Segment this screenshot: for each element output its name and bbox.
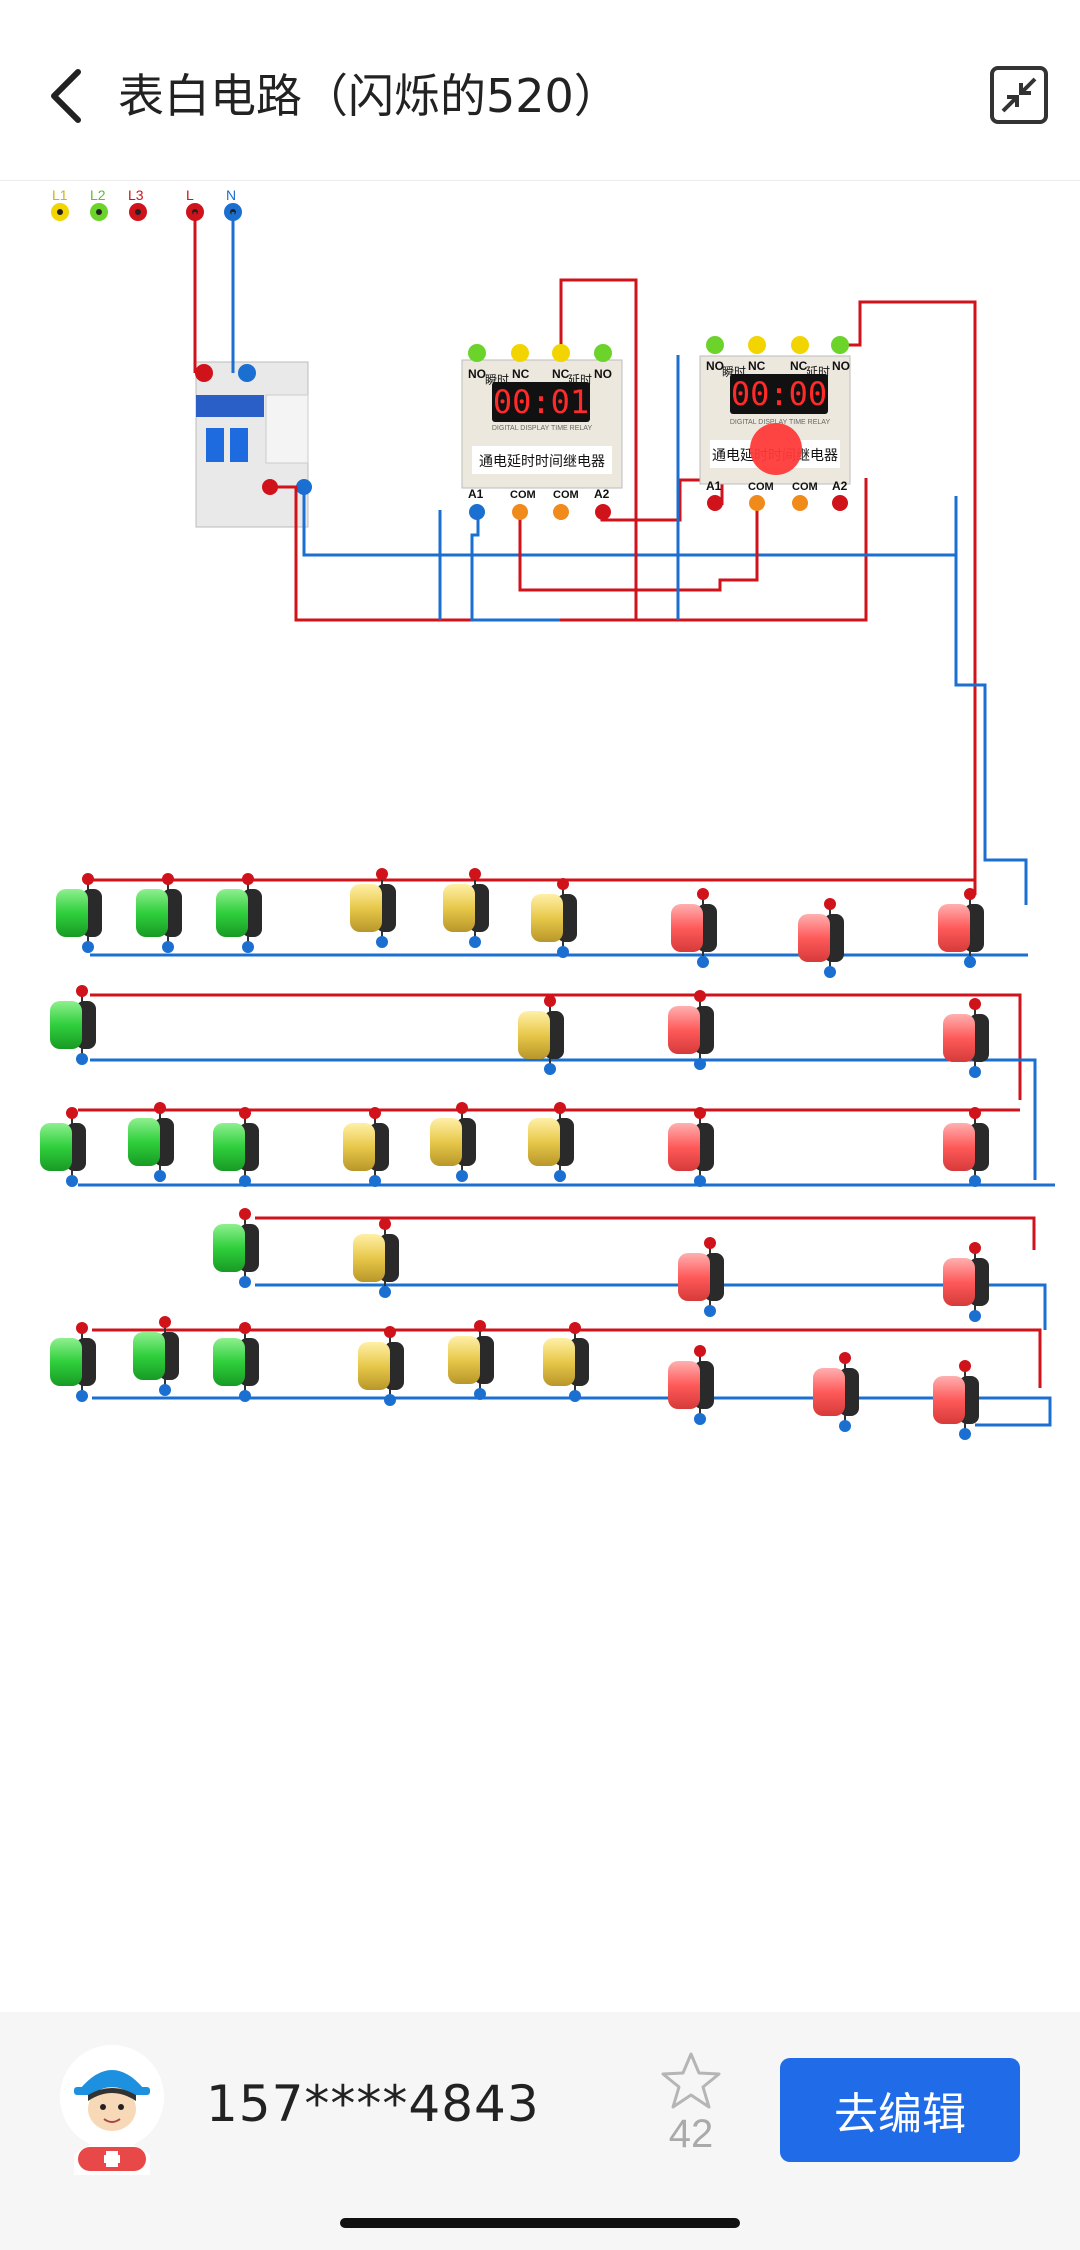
red-lamp[interactable] [943, 1107, 989, 1187]
yellow-lamp[interactable] [443, 868, 489, 948]
yellow-lamp[interactable] [350, 868, 396, 948]
svg-text:DIGITAL DISPLAY TIME RELAY: DIGITAL DISPLAY TIME RELAY [730, 419, 831, 426]
relay1-name: 通电延时时间继电器 [479, 453, 605, 469]
svg-text:NC: NC [748, 359, 766, 373]
yellow-lamp[interactable] [343, 1107, 389, 1187]
favorite-button[interactable] [660, 2050, 722, 2112]
green-lamp[interactable] [56, 873, 102, 953]
top-bar: 表白电路（闪烁的520） [0, 0, 1080, 181]
home-indicator [340, 2218, 740, 2228]
power-terminals: L1 L2 L3 L N [51, 187, 242, 221]
edit-button[interactable]: 去编辑 [780, 2058, 1020, 2162]
red-lamp[interactable] [671, 888, 717, 968]
red-lamp[interactable] [668, 1107, 714, 1187]
circuit-canvas[interactable]: L1 L2 L3 L N [0, 182, 1080, 2012]
svg-text:NC: NC [552, 367, 570, 381]
yellow-lamp[interactable] [543, 1322, 589, 1402]
indicator-lamps [40, 868, 989, 1440]
red-lamp[interactable] [668, 990, 714, 1070]
back-arrow-icon [51, 69, 81, 123]
svg-text:COM: COM [748, 481, 774, 493]
yellow-lamp[interactable] [448, 1320, 494, 1400]
yellow-lamp[interactable] [531, 878, 577, 958]
avatar[interactable] [60, 2045, 164, 2175]
svg-text:NO: NO [468, 367, 486, 381]
svg-text:COM: COM [792, 481, 818, 493]
red-lamp[interactable] [933, 1360, 979, 1440]
page-title: 表白电路（闪烁的520） [118, 69, 620, 123]
svg-text:DIGITAL DISPLAY TIME RELAY: DIGITAL DISPLAY TIME RELAY [492, 425, 593, 432]
green-lamp[interactable] [133, 1316, 179, 1396]
label-l1: L1 [52, 187, 68, 203]
red-lamp[interactable] [813, 1352, 859, 1432]
red-lamp[interactable] [798, 898, 844, 978]
green-lamp[interactable] [40, 1107, 86, 1187]
svg-text:COM: COM [510, 489, 536, 501]
author-name: 157****4843 [206, 2075, 540, 2133]
back-button[interactable] [38, 64, 94, 128]
svg-text:A1: A1 [468, 487, 484, 501]
svg-text:NO: NO [706, 359, 724, 373]
wiring [78, 212, 1055, 1427]
svg-text:A2: A2 [832, 479, 848, 493]
svg-text:NC: NC [512, 367, 530, 381]
svg-text:A2: A2 [594, 487, 610, 501]
green-lamp[interactable] [216, 873, 262, 953]
collapse-icon [1001, 77, 1037, 113]
green-lamp[interactable] [213, 1208, 259, 1288]
collapse-button[interactable] [990, 66, 1048, 124]
green-lamp[interactable] [50, 985, 96, 1065]
touch-indicator [750, 423, 802, 475]
green-lamp[interactable] [213, 1322, 259, 1402]
yellow-lamp[interactable] [430, 1102, 476, 1182]
label-l3: L3 [128, 187, 144, 203]
svg-text:COM: COM [553, 489, 579, 501]
yellow-lamp[interactable] [353, 1218, 399, 1298]
avatar-worker-icon [60, 2045, 164, 2175]
red-lamp[interactable] [943, 998, 989, 1078]
green-lamp[interactable] [136, 873, 182, 953]
green-lamp[interactable] [213, 1107, 259, 1187]
yellow-lamp[interactable] [358, 1326, 404, 1406]
time-relay-2[interactable]: NO 瞬时 NC NC 延时 NO 00:00 DIGITAL DISPLAY … [699, 336, 851, 511]
yellow-lamp[interactable] [528, 1102, 574, 1182]
svg-text:A1: A1 [706, 479, 722, 493]
time-relay-1[interactable]: NO 瞬时 NC NC 延时 NO 00:01 DIGITAL DISPLAY … [461, 344, 623, 520]
red-lamp[interactable] [943, 1242, 989, 1322]
svg-text:NC: NC [790, 359, 808, 373]
favorite-count: 42 [668, 2112, 714, 2156]
red-lamp[interactable] [938, 888, 984, 968]
red-lamp[interactable] [668, 1345, 714, 1425]
yellow-lamp[interactable] [518, 995, 564, 1075]
label-n: N [226, 187, 236, 203]
relay2-display: 00:00 [731, 375, 827, 413]
star-icon [661, 2052, 721, 2109]
svg-text:NO: NO [832, 359, 850, 373]
relay1-display: 00:01 [493, 383, 589, 421]
label-l: L [186, 187, 194, 203]
red-lamp[interactable] [678, 1237, 724, 1317]
svg-text:NO: NO [594, 367, 612, 381]
green-lamp[interactable] [50, 1322, 96, 1402]
label-l2: L2 [90, 187, 106, 203]
circuit-breaker[interactable] [195, 361, 312, 528]
green-lamp[interactable] [128, 1102, 174, 1182]
